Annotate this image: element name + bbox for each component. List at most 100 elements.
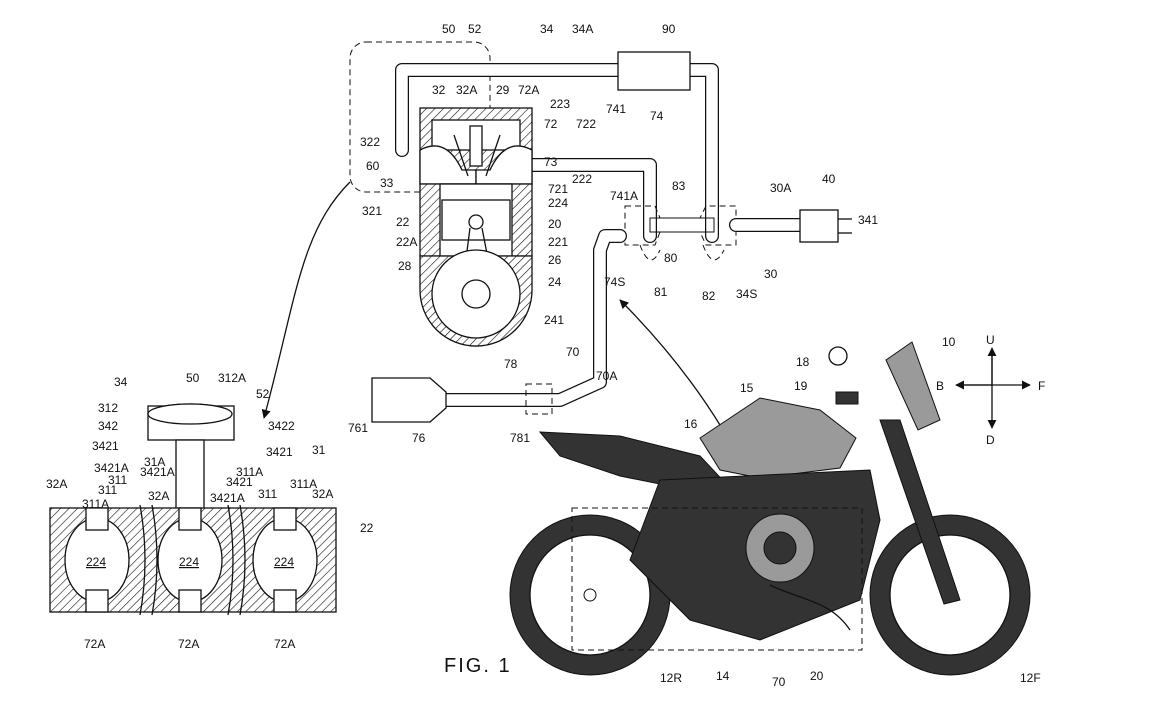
ref-label: 90 <box>662 22 676 36</box>
spark-plug-29 <box>469 125 483 167</box>
ref-label: 50 <box>186 371 200 385</box>
ref-label: 72A <box>178 637 199 651</box>
ref-label: 72A <box>518 83 539 97</box>
ref-label: 20 <box>548 217 562 231</box>
direction-back: B <box>936 379 944 393</box>
ref-label: 73 <box>544 155 558 169</box>
ref-label: 80 <box>664 251 678 265</box>
ref-label: 12R <box>660 671 682 685</box>
ref-label: 342 <box>98 419 118 433</box>
ref-label: 721 <box>548 182 568 196</box>
bike-labels: 10 18 19 15 16 12R 14 70 20 12F <box>660 335 1041 689</box>
ref-label: 81 <box>654 285 668 299</box>
direction-down: D <box>986 433 995 447</box>
ref-label: 32A <box>148 489 169 503</box>
engine-schematic <box>349 41 852 423</box>
ref-label: 311A <box>290 477 317 491</box>
ref-label: 31 <box>312 443 326 457</box>
fuel-tank-15 <box>699 397 857 479</box>
ref-label: 78 <box>504 357 518 371</box>
ref-label: 322 <box>360 135 380 149</box>
ref-label: 70 <box>772 675 786 689</box>
ref-label: 72A <box>274 637 295 651</box>
ref-label: 82 <box>702 289 716 303</box>
exhaust-70 <box>769 584 851 631</box>
connector-781 <box>525 383 553 415</box>
ref-label: 224 <box>548 196 568 210</box>
ref-label: 52 <box>256 387 270 401</box>
ref-label: 34 <box>114 375 128 389</box>
ref-label: 74S <box>604 275 625 289</box>
muffler-40 <box>799 209 839 243</box>
direction-up: U <box>986 333 995 347</box>
ref-label: 34A <box>572 22 593 36</box>
figure-title: FIG. 1 <box>444 655 512 677</box>
ref-label: 224 <box>274 555 294 569</box>
ref-label: 224 <box>179 555 199 569</box>
ref-label: 50 <box>442 22 456 36</box>
ref-label: 311 <box>98 483 117 497</box>
ref-label: 30 <box>764 267 778 281</box>
ref-label: 741 <box>606 102 626 116</box>
ref-label: 311A <box>236 465 263 479</box>
ref-label: 761 <box>348 421 368 435</box>
ref-label: 22 <box>360 521 374 535</box>
ref-label: 32A <box>46 477 67 491</box>
ref-label: 781 <box>510 431 530 445</box>
detail-view <box>49 403 337 616</box>
ref-label: 29 <box>496 83 510 97</box>
ref-label: 30A <box>770 181 791 195</box>
ref-label: 3422 <box>268 419 295 433</box>
ref-label: 15 <box>740 381 754 395</box>
ref-label: 60 <box>366 159 380 173</box>
ref-label: 741A <box>610 189 638 203</box>
connector-80 <box>624 205 737 246</box>
mirror-18 <box>828 346 848 366</box>
ref-label: 3421A <box>140 465 175 479</box>
ref-label: 32A <box>456 83 477 97</box>
ref-label: 74 <box>650 109 664 123</box>
ref-label: 76 <box>412 431 426 445</box>
pipe-31A <box>175 439 205 511</box>
detail-labels: 34 50 312A 312 52 342 3422 3421 3421 31 … <box>46 371 374 651</box>
ref-label: 312 <box>98 401 118 415</box>
ref-label: 722 <box>576 117 596 131</box>
ref-label: 34 <box>540 22 554 36</box>
ref-label: 10 <box>942 335 956 349</box>
ref-label: 34S <box>736 287 757 301</box>
engine-labels: 50 52 34 34A 90 32 32A 29 72A 223 72 722… <box>348 22 878 445</box>
muffler-76 <box>371 377 447 423</box>
ref-label: 32 <box>432 83 446 97</box>
ref-label: 33 <box>380 176 394 190</box>
windscreen <box>885 341 941 431</box>
ref-label: 72 <box>544 117 558 131</box>
ref-label: 14 <box>716 669 730 683</box>
ref-label: 52 <box>468 22 482 36</box>
ref-label: 18 <box>796 355 810 369</box>
direction-front: F <box>1038 379 1045 393</box>
detail-arrow <box>261 181 351 419</box>
ref-label: 223 <box>550 97 570 111</box>
ref-label: 32A <box>312 487 333 501</box>
ref-label: 24 <box>548 275 562 289</box>
ref-label: 222 <box>572 172 592 186</box>
ref-label: 321 <box>362 204 382 218</box>
ref-label: 341 <box>858 213 878 227</box>
ref-label: 31A <box>144 455 165 469</box>
motorcycle <box>509 341 1031 676</box>
ref-label: 3421 <box>92 439 119 453</box>
ref-label: 312A <box>218 371 246 385</box>
ref-label: 40 <box>822 172 836 186</box>
ref-label: 20 <box>810 669 824 683</box>
ref-label: 311 <box>108 473 127 487</box>
ref-label: 12F <box>1020 671 1041 685</box>
detail-box <box>571 507 863 651</box>
ref-label: 224 <box>86 555 106 569</box>
ref-label: 26 <box>548 253 562 267</box>
ref-label: 221 <box>548 235 568 249</box>
ref-label: 19 <box>794 379 808 393</box>
connector-83 <box>649 217 715 233</box>
ref-label: 83 <box>672 179 686 193</box>
ref-label: 16 <box>684 417 698 431</box>
